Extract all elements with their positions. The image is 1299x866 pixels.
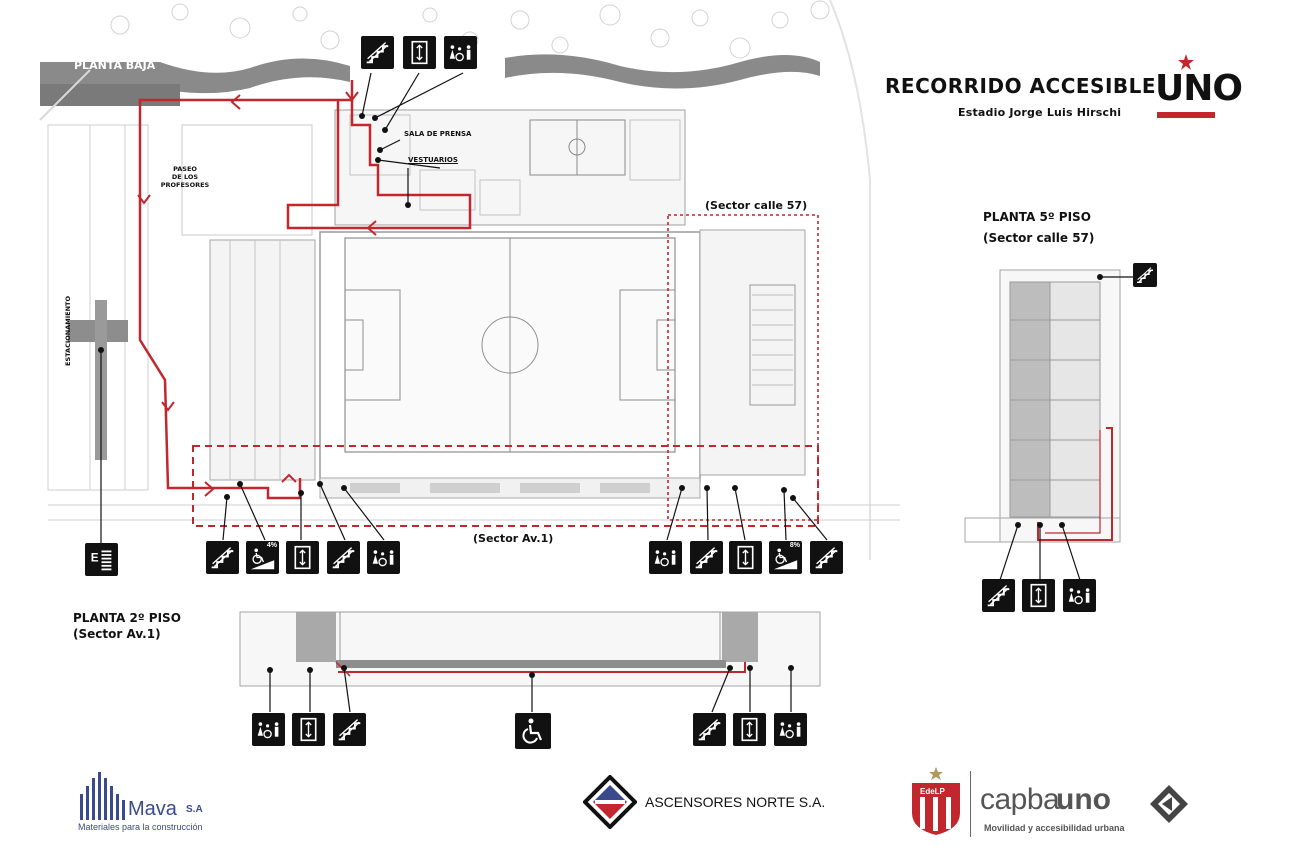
- capbauno-part2: uno: [1056, 783, 1111, 816]
- accessible-restroom-icon: [367, 541, 400, 574]
- star-icon: [1157, 54, 1215, 118]
- capbauno-divider: [970, 771, 971, 837]
- elevator-icon: [286, 541, 319, 574]
- stairs-icon: [982, 579, 1015, 612]
- accessible-restroom-icon: [649, 541, 682, 574]
- mava-suffix: S.A: [186, 804, 203, 815]
- label-paseo-line1: PASEO: [173, 165, 197, 173]
- brand-logo: UNO: [1155, 52, 1243, 122]
- second-floor-title: PLANTA 2º PISO: [73, 611, 181, 625]
- fifth-floor-sector: (Sector calle 57): [983, 231, 1095, 245]
- wheelchair-icon: [515, 713, 551, 749]
- stairs-icon: [361, 36, 394, 69]
- stairs-icon: [810, 541, 843, 574]
- elevator-icon: [403, 36, 436, 69]
- stairs-icon: [690, 541, 723, 574]
- accessible-restroom-icon: [774, 713, 807, 746]
- ramp-icon: 8%: [769, 541, 802, 574]
- edelp-shield-icon: [912, 767, 960, 835]
- mava-tagline: Materiales para la construcción: [78, 822, 203, 832]
- accessible-restroom-icon: [252, 713, 285, 746]
- elevator-icon: [733, 713, 766, 746]
- stairs-icon: [333, 713, 366, 746]
- mava-logo: Mava S.A Materiales para la construcción: [78, 770, 238, 835]
- stairs-icon: [693, 713, 726, 746]
- second-floor-sector: (Sector Av.1): [73, 627, 161, 641]
- label-sala-prensa: SALA DE PRENSA: [404, 130, 472, 138]
- page-title: RECORRIDO ACCESIBLE: [885, 74, 1157, 98]
- ascensores-name: ASCENSORES NORTE S.A.: [645, 794, 826, 810]
- elevator-icon: [729, 541, 762, 574]
- elevator-icon: [1022, 579, 1055, 612]
- label-sector-calle57: (Sector calle 57): [705, 199, 808, 212]
- ramp-icon: 4%: [246, 541, 279, 574]
- capbauno-part1: capba: [980, 783, 1060, 816]
- label-paseo-line3: PROFESORES: [160, 181, 210, 189]
- ascensores-norte-logo: ASCENSORES NORTE S.A.: [583, 775, 833, 831]
- mava-bars-icon: [80, 772, 125, 820]
- label-vestuarios: VESTUARIOS: [408, 156, 458, 164]
- stairs-icon: [327, 541, 360, 574]
- ramp-slope-label: 4%: [266, 542, 277, 549]
- ramp-slope-label: 8%: [789, 542, 800, 549]
- accessible-restroom-icon: [444, 36, 477, 69]
- label-paseo: PASEO DE LOS PROFESORES: [150, 165, 220, 189]
- page-subtitle: Estadio Jorge Luis Hirschi: [958, 106, 1122, 119]
- stairs-icon: [206, 541, 239, 574]
- capbauno-arrow-icon: [1150, 785, 1188, 823]
- stairs-icon: [1133, 263, 1157, 287]
- ascensores-diamond-icon: [583, 775, 637, 829]
- capbauno-logo: EdeLP capba uno Movilidad y accesibilida…: [908, 765, 1198, 840]
- elevator-icon: [292, 713, 325, 746]
- fifth-floor-title: PLANTA 5º PISO: [983, 210, 1091, 224]
- brand-logo-text: UNO: [1155, 68, 1243, 109]
- label-estacionamiento: ESTACIONAMIENTO: [64, 296, 72, 366]
- label-sector-av1: (Sector Av.1): [473, 532, 554, 545]
- ground-floor-title: PLANTA BAJA: [74, 59, 156, 72]
- label-paseo-line2: DE LOS: [171, 173, 199, 181]
- capbauno-tagline: Movilidad y accesibilidad urbana: [984, 823, 1125, 833]
- mava-name: Mava: [128, 798, 177, 820]
- edelp-text: EdeLP: [920, 787, 945, 796]
- parking-icon: [85, 543, 118, 576]
- accessible-restroom-icon: [1063, 579, 1096, 612]
